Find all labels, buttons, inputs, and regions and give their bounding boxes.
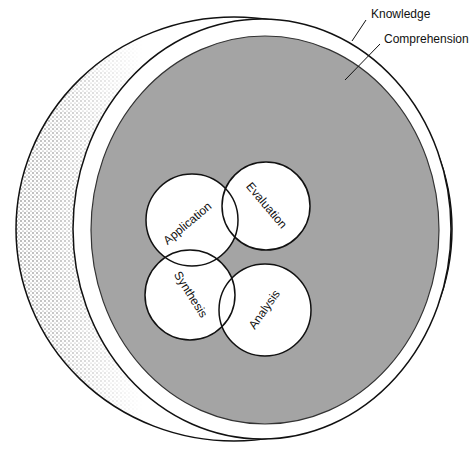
core-ellipse <box>91 36 439 424</box>
level-circle: Evaluation <box>221 161 311 251</box>
sphere-stipple <box>16 17 452 441</box>
level-circle: Analysis <box>218 263 312 357</box>
level-label: Synthesis <box>170 269 209 320</box>
shell-ellipse <box>73 19 451 439</box>
sphere-outline <box>16 17 452 441</box>
level-label: Evaluation <box>243 180 290 232</box>
leader-line <box>345 44 380 80</box>
comprehension-core-outline <box>90 35 440 425</box>
leader-line <box>352 20 366 41</box>
level-label-callout: Knowledge <box>370 8 431 22</box>
circle-outline <box>222 162 310 250</box>
circle-outline <box>219 264 311 356</box>
level-label: Application <box>161 200 215 248</box>
knowledge-shell: KnowledgeComprehensionApplicationEvaluat… <box>72 18 452 440</box>
sphere-body <box>16 17 452 441</box>
comprehension-core: ComprehensionApplicationEvaluationSynthe… <box>90 35 440 425</box>
level-label: Analysis <box>247 288 284 333</box>
level-label-callout: Comprehension <box>383 33 470 47</box>
